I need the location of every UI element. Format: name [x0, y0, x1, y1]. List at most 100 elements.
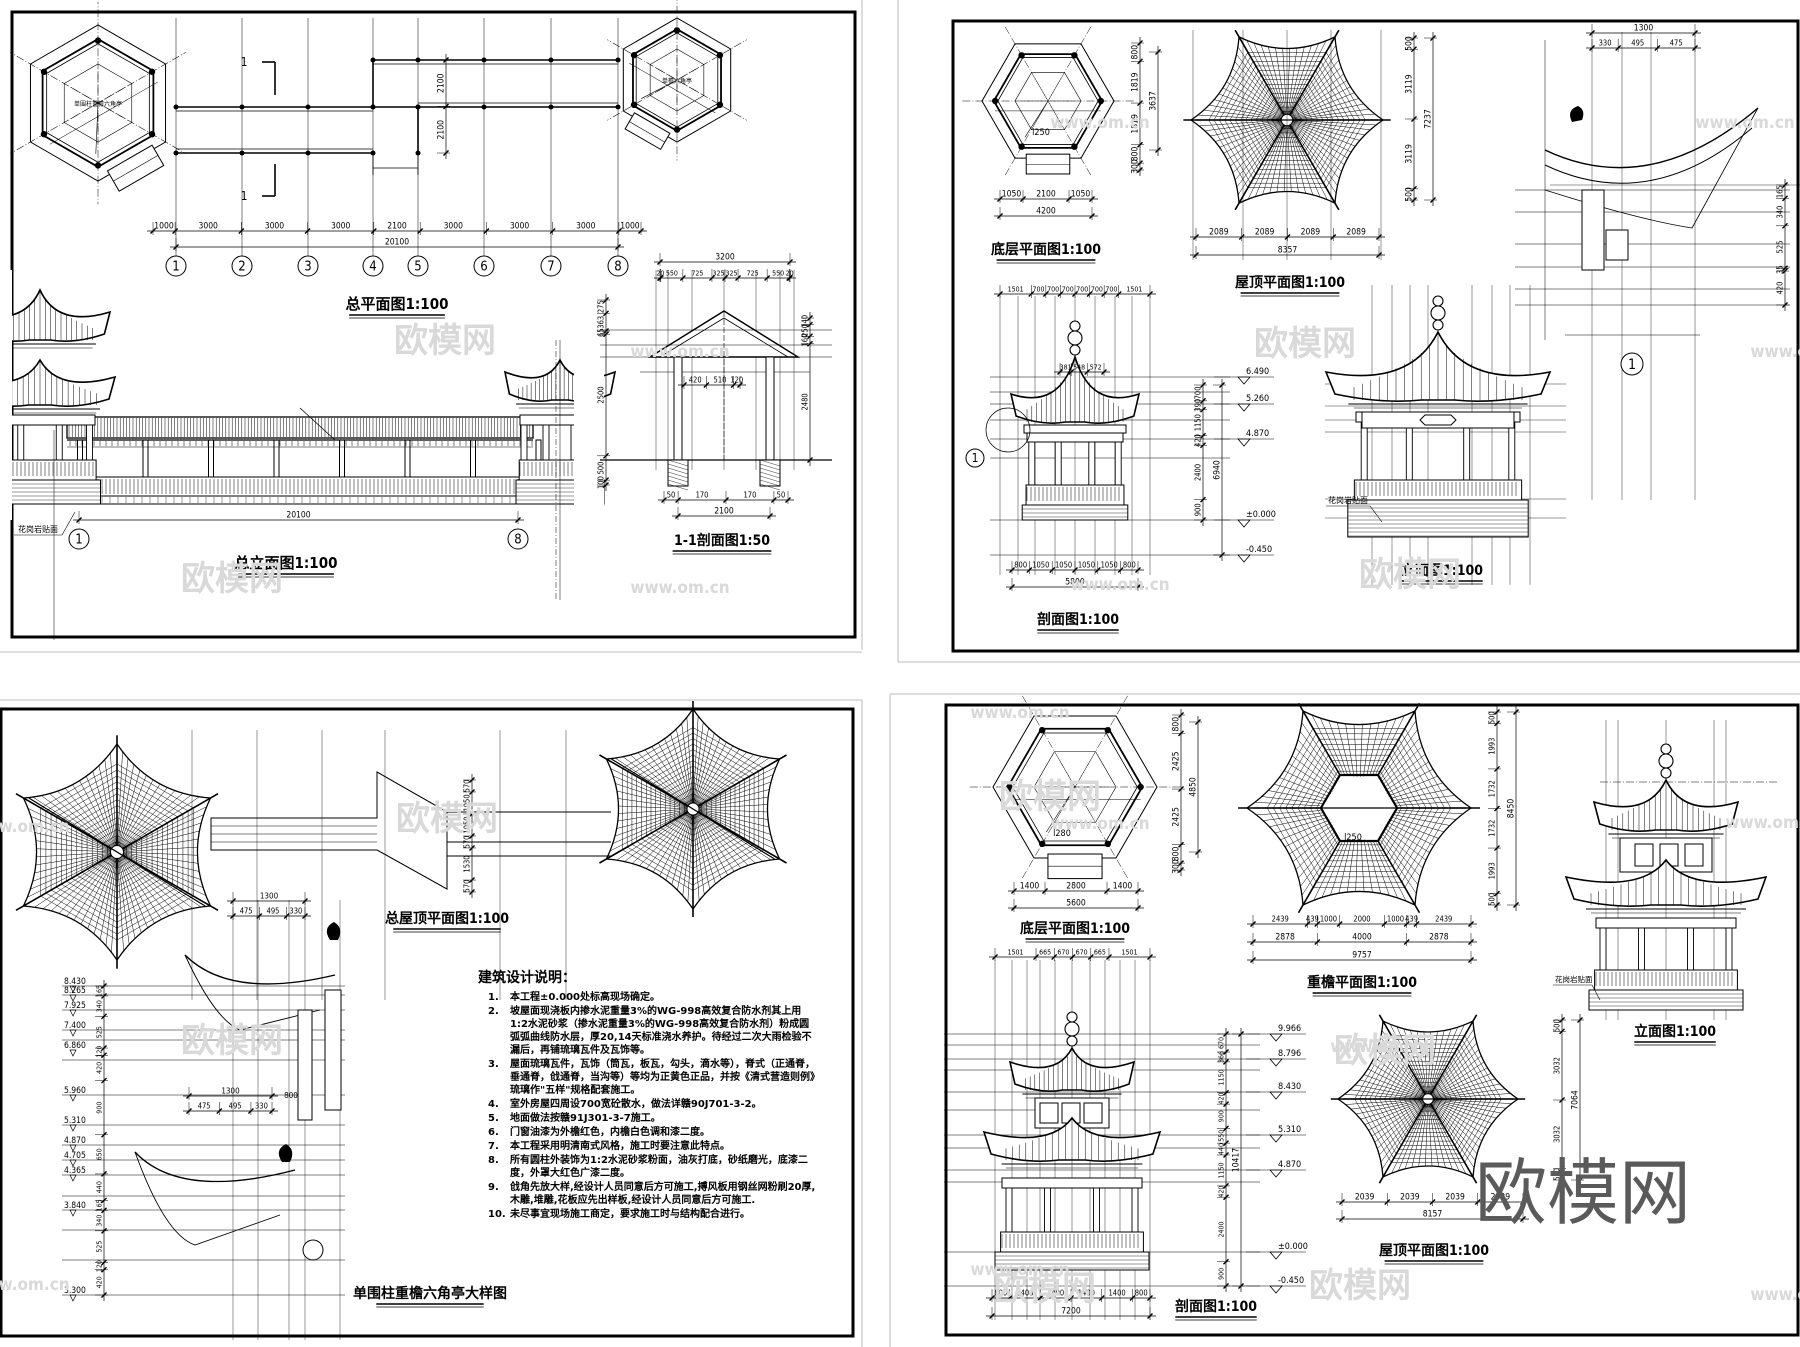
roof-tile-line [40, 895, 118, 941]
section-mark-label: 1 [241, 55, 248, 69]
roof-rafter-line [1286, 48, 1291, 121]
roof-eave-curve [606, 708, 694, 760]
elevation-label: 5.260 [1246, 394, 1269, 404]
roof-rafter-line [610, 768, 694, 810]
watermark-site: www.om.cn [1070, 575, 1169, 595]
roof-rafter-line [1301, 840, 1338, 896]
roof-rafter-line [1286, 119, 1377, 126]
roof-tile-line [1442, 1073, 1458, 1100]
roof-rafter-line [692, 742, 727, 810]
roof-rafter-line [1381, 1030, 1429, 1100]
column-dot [1097, 97, 1105, 105]
dimension-tick [1104, 888, 1110, 894]
roof-rafter-line [1425, 1098, 1429, 1167]
dimension-label: 1819 [1131, 114, 1141, 134]
dimension-tick [443, 150, 449, 156]
roof-rafter-line [1360, 724, 1363, 777]
roof-tile-line [1310, 79, 1334, 121]
dimension-label: 2878 [1429, 933, 1449, 943]
dimension-label: 495 [267, 907, 280, 916]
dimension-label: 1300 [1634, 24, 1654, 34]
design-note-number: 4. [488, 1099, 499, 1110]
watermark-brand: 欧模网 [1254, 324, 1356, 364]
roof-rafter-line [1427, 1098, 1480, 1148]
roof-tile-line [1312, 74, 1340, 121]
roof-rafter-line [1237, 46, 1288, 121]
dimension-label: 1150 [1194, 414, 1203, 431]
dimension-label: 665 [1039, 949, 1051, 957]
roof-rafter-line [692, 808, 710, 890]
roof-eave-curve [196, 797, 212, 907]
dimension-label: 495 [229, 1102, 242, 1111]
roof-tile-line [1317, 119, 1350, 175]
dimension-tick [1137, 40, 1143, 46]
roof-rafter-line [34, 851, 118, 908]
roof-tile-line [692, 787, 712, 799]
dimension-label: 2039 [1445, 1193, 1465, 1203]
dimension-tick [1615, 45, 1622, 51]
dimension-tick [1200, 432, 1206, 439]
roof-rafter-line [692, 808, 756, 864]
roof-rafter-line [1379, 1098, 1429, 1156]
dimension-tick [101, 1045, 107, 1052]
radius-line [1046, 786, 1076, 833]
roof-rafter-line [1222, 87, 1288, 121]
roof-rafter-line [1256, 810, 1321, 816]
eave-curve [1544, 127, 1753, 184]
hexagon-outline [981, 43, 1115, 159]
roof-rafter-line [1204, 119, 1288, 132]
stone-base [1588, 989, 1744, 1011]
roof-rafter-line [41, 795, 118, 853]
roof-rafter-line [34, 832, 118, 853]
dimension-label: 1501 [1008, 286, 1024, 294]
dimension-label: 420 [689, 376, 702, 385]
roof-rafter-line [692, 808, 776, 850]
dimension-label: 572 [1090, 364, 1102, 372]
finish-note: 花岗岩贴面 [1328, 495, 1368, 505]
footing [667, 459, 689, 487]
elevation-label: 7.925 [64, 1001, 86, 1011]
roof-rafter-line [1219, 119, 1288, 148]
roof-rafter-line [79, 780, 118, 853]
roof-tile-line [40, 763, 118, 809]
roof-tile-line [1256, 119, 1272, 147]
roof-rafter-line [613, 775, 694, 810]
elevation-marker-icon [1237, 519, 1251, 528]
pavilion-body [1588, 917, 1744, 1011]
roof-rafter-line [1288, 763, 1333, 792]
roof-rafter-line [1286, 119, 1328, 200]
roof-rafter-line [665, 808, 694, 881]
dimension-label: 2100 [387, 222, 407, 232]
dimension-tick [615, 244, 621, 250]
dimension-label: 475 [1670, 39, 1683, 48]
roof-tile-line [1213, 119, 1251, 184]
dimension-label: 340 [1776, 206, 1785, 219]
roof-rafter-line [1286, 103, 1364, 121]
dimension-label: 10417 [1232, 1148, 1242, 1172]
roof-rafter-line [1286, 108, 1370, 121]
roof-rafter-line [1381, 737, 1420, 783]
roof-rafter-line [34, 851, 118, 874]
dimension-tick [1223, 1058, 1229, 1065]
roof-rafter-line [35, 840, 118, 853]
roof-tile-line [116, 892, 189, 935]
dimension-label: 250 [801, 324, 810, 337]
roof-rafter-line [1370, 840, 1390, 896]
roof-tile-line [56, 781, 118, 818]
roof-rafter-line [1260, 45, 1288, 121]
design-note-item: 1.本工程±0.000处标高现场确定。 [478, 991, 818, 1004]
roof-tile-line [45, 892, 118, 935]
axis-line [1034, 26, 1092, 124]
pavilion-plan-left [10, 1, 186, 205]
drawing-line [667, 475, 689, 483]
roof-tile-line [1304, 88, 1324, 121]
watermark-brand: 欧模网 [1359, 555, 1461, 595]
roof-tile-line [1261, 119, 1275, 143]
dimension-label: 800 [994, 1289, 1007, 1298]
roof-tile-line [692, 849, 764, 891]
roof-tile-line [1297, 755, 1329, 809]
hexagon-outline [992, 715, 1158, 859]
roof-rafter-line [1381, 1098, 1429, 1170]
roof-rafter-line [1286, 119, 1337, 194]
roof-rafter-line [1280, 819, 1330, 841]
